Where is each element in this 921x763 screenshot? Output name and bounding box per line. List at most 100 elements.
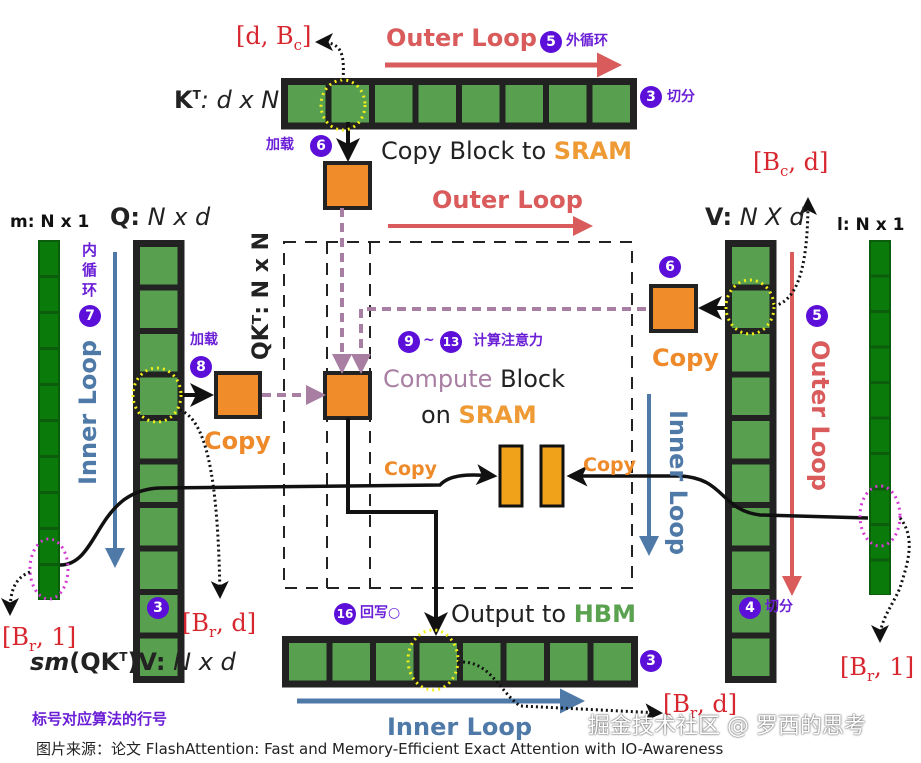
kt-block-dim-text: [d, B (236, 22, 294, 50)
q-block (140, 508, 178, 546)
legend-note: 标号对应算法的行号 (32, 710, 168, 728)
kt-label-sup: T (192, 88, 201, 102)
badge-8: 8 (190, 356, 212, 378)
outer-loop-label-mid: Outer Loop (432, 186, 583, 214)
v-block-dim-text: [B (753, 148, 780, 176)
q-block (140, 551, 178, 589)
m-label: m: N x 1 (10, 212, 90, 232)
kt-label-name: K (174, 86, 193, 114)
badge-9: 9 (398, 331, 420, 353)
v-block (732, 290, 770, 328)
range-tilde: ~ (423, 332, 435, 348)
m-highlight (28, 537, 70, 601)
split-cn-kt: 切分 (667, 89, 695, 105)
v-block (732, 638, 770, 676)
m-block-dim: [Br, 1] (2, 625, 76, 654)
badge-5-v: 5 (806, 305, 828, 327)
q-label-name: Q: (110, 203, 140, 231)
l-block-dim-tail: , 1] (874, 653, 915, 681)
m-block (40, 350, 58, 383)
watermark: 掘金技术社区 @ 罗西的思考 (588, 714, 866, 739)
kt-block (375, 85, 413, 123)
output-block (593, 643, 631, 681)
badge-4: 4 (739, 597, 761, 619)
outer-loop-cn: 外循环 (566, 33, 608, 49)
output-label: sm(QKT)V: N x d (30, 650, 236, 674)
copy-block-text: Copy Block to (381, 137, 554, 165)
sram-block-q (214, 371, 262, 419)
sram-block-v (649, 284, 698, 333)
output-block-dim-tail: , d] (697, 690, 738, 718)
v-block-dim-sub: c (780, 161, 789, 180)
outer-loop-label-top: Outer Loop (386, 24, 537, 52)
kt-block (462, 85, 500, 123)
output-block-dim: [Br, d] (663, 692, 737, 721)
on-word: on (421, 401, 459, 429)
output-block (506, 643, 544, 681)
l-block-dim-sub: r (867, 666, 875, 685)
v-highlight (724, 278, 776, 336)
writeback-cn: 回写○ (360, 605, 401, 621)
v-block-dim: [Bc, d] (753, 150, 828, 179)
output-label-sup: T (119, 650, 128, 664)
q-dim-pointer (179, 408, 229, 599)
kt-block (418, 85, 456, 123)
v-label-dims: N X d (732, 203, 805, 231)
copy-label-v: Copy (652, 344, 719, 372)
copy-label-l: Copy (583, 454, 636, 476)
m-block (40, 458, 58, 491)
output-block (550, 643, 588, 681)
v-block (732, 551, 770, 589)
l-block (871, 313, 889, 346)
kt-block (592, 85, 630, 123)
q-block (140, 377, 178, 415)
l-block (871, 526, 889, 559)
badge-7: 7 (79, 305, 101, 327)
l-dim-pointer (871, 517, 911, 643)
l-block (871, 455, 889, 488)
m-dim-pointer (1, 570, 31, 616)
q-block (140, 638, 178, 676)
output-block (419, 643, 457, 681)
kt-label: KT: d x N (174, 88, 279, 112)
v-block-dim-tail: , d] (788, 148, 829, 176)
m-block-dim-tail: , 1] (36, 623, 77, 651)
q-highlight (131, 366, 183, 424)
m-block (40, 242, 58, 275)
kt-block (288, 85, 326, 123)
v-label-name: V: (705, 203, 733, 231)
output-to-text: Output to (451, 600, 574, 628)
block-word: Block (492, 365, 565, 393)
badge-5-outer: 5 (540, 31, 562, 53)
m-block-dim-sub: r (29, 636, 37, 655)
inner-loop-label-left: Inner Loop (74, 339, 102, 485)
badge-3-q: 3 (147, 597, 169, 619)
l-block (871, 419, 889, 452)
m-block (40, 494, 58, 527)
l-vector (869, 240, 891, 595)
kt-block (331, 85, 369, 123)
q-block-dim-sub: r (209, 622, 217, 641)
m-block (40, 422, 58, 455)
kt-block (549, 85, 587, 123)
output-label-post: )V: (127, 648, 166, 676)
l-block (871, 242, 889, 275)
on-sram-word: SRAM (458, 401, 537, 429)
v-block (732, 247, 770, 285)
kt-dim-pointer (315, 33, 345, 81)
v-label: V: N X d (705, 205, 805, 229)
l-block (871, 490, 889, 523)
kt-highlight (319, 78, 367, 132)
output-heading: Output to HBM (451, 602, 636, 626)
on-sram-heading: on SRAM (421, 403, 537, 427)
sram-block-compute (323, 371, 372, 420)
m-block (40, 314, 58, 347)
output-dim-pointer (457, 660, 663, 722)
kt-matrix (281, 78, 637, 130)
qkt-label: QKᵀ: N x N (249, 232, 274, 360)
sram-block-k (323, 161, 372, 210)
kt-block-dim-sub: c (293, 35, 303, 54)
badge-6-kt: 6 (310, 135, 332, 157)
source-caption: 图片来源：论文 FlashAttention: Fast and Memory-… (36, 740, 724, 758)
q-block-dim: [Br, d] (182, 611, 256, 640)
